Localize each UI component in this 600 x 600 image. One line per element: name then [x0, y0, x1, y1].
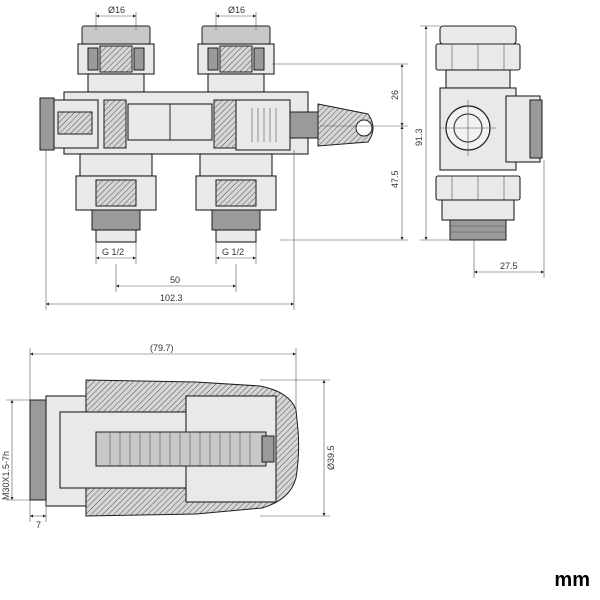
- dim-overall-width: 102.3: [160, 293, 183, 303]
- dim-head-thread: M30X1.5-7h: [1, 451, 11, 500]
- dim-pipe-left: Ø16: [108, 5, 125, 15]
- unit-label: mm: [554, 569, 590, 591]
- dim-head-diameter: Ø39.5: [326, 445, 336, 470]
- side-view: 91.3 27.5: [414, 25, 545, 278]
- left-side-cap: [39, 97, 99, 151]
- dim-pipe-right: Ø16: [228, 5, 245, 15]
- dim-center-spacing: 50: [170, 275, 180, 285]
- dim-head-offset: 7: [36, 520, 41, 530]
- dim-head-length: (79.7): [150, 343, 174, 353]
- dim-upper-height: 26: [390, 90, 400, 100]
- dim-total-height: 91.3: [414, 128, 424, 146]
- front-view: Ø16 Ø16 G 1/2 G 1/2 50 102.3 26 47.5: [39, 5, 408, 310]
- front-dimensions: [45, 12, 408, 310]
- bottom-thread-left: [75, 153, 157, 243]
- dim-thread-left: G 1/2: [102, 247, 124, 257]
- bottom-thread-right: [195, 153, 277, 243]
- head-view: (79.7) Ø39.5 M30X1.5-7h 7: [1, 343, 336, 530]
- pipe-connector-left: [77, 25, 155, 93]
- dim-thread-right: G 1/2: [222, 247, 244, 257]
- dim-base-width: 27.5: [500, 261, 518, 271]
- pipe-connector-right: [197, 25, 275, 93]
- right-spindle: [235, 99, 374, 151]
- dim-lower-height: 47.5: [390, 170, 400, 188]
